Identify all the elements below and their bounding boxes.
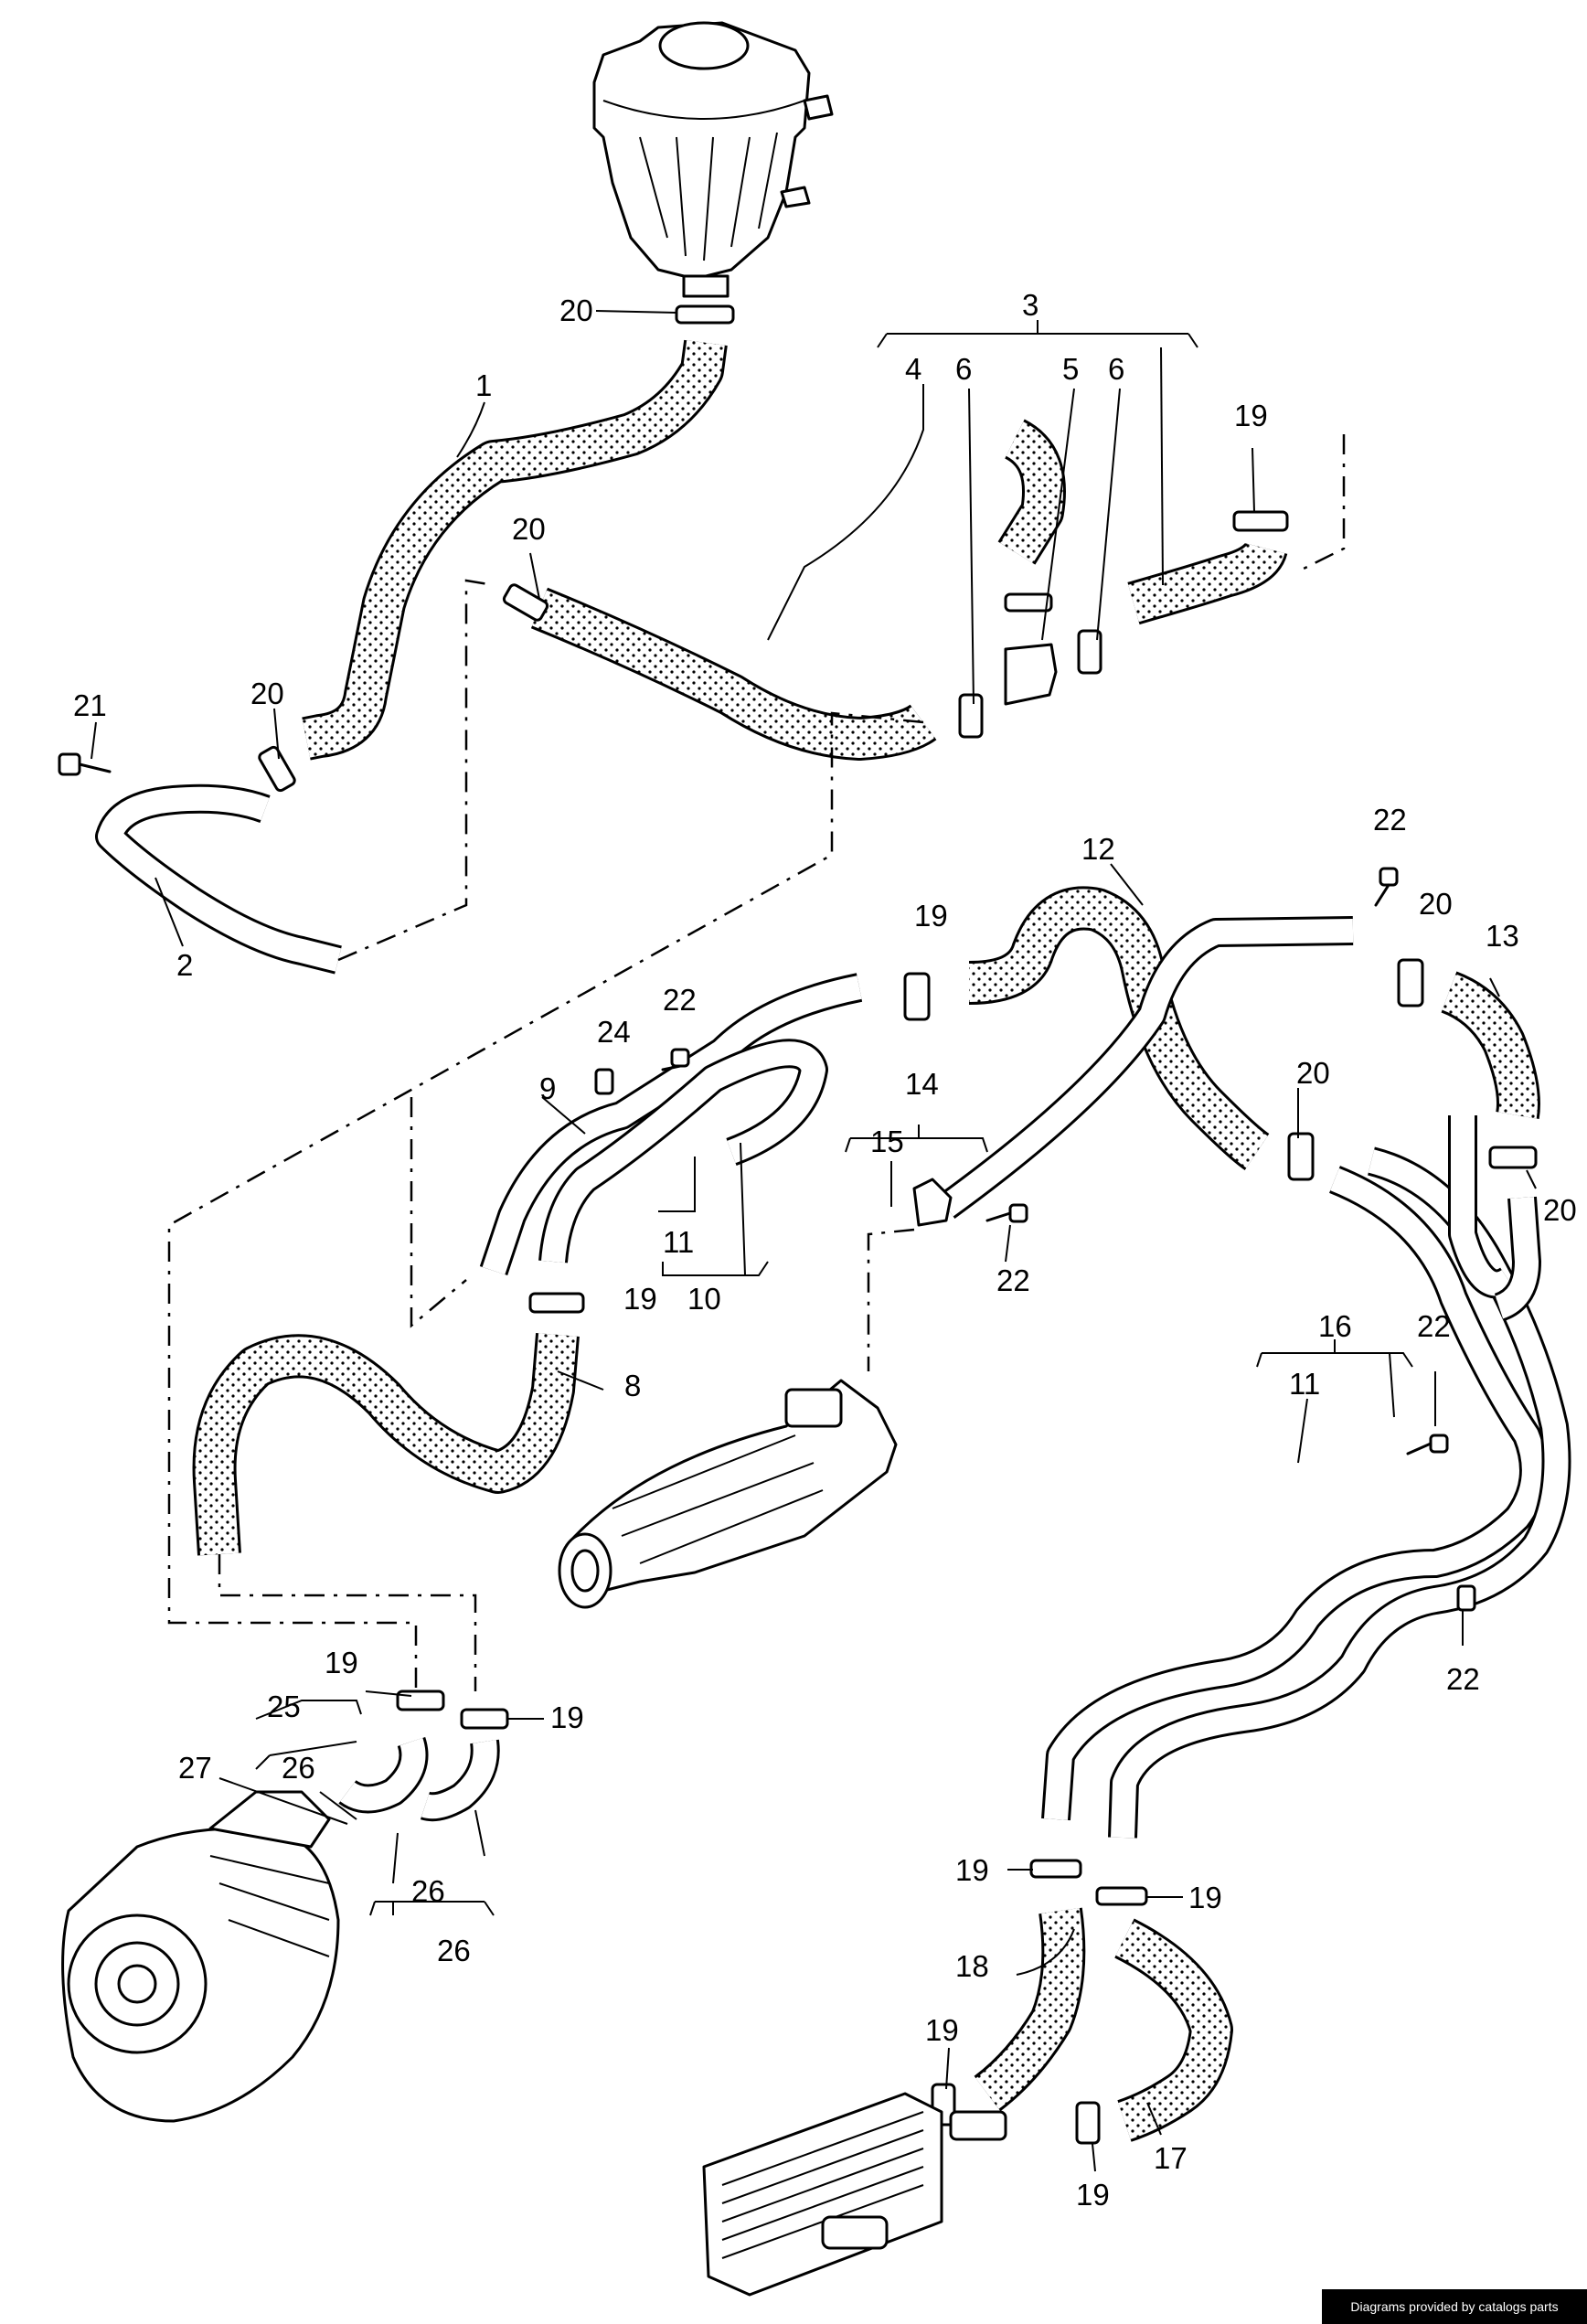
callout-20-far-right: 20 [1543,1193,1577,1227]
callout-26-top: 26 [282,1751,315,1785]
callout-13: 13 [1486,919,1519,953]
callout-16: 16 [1318,1309,1352,1343]
callout-1: 1 [475,368,492,402]
callout-12: 12 [1081,832,1115,866]
hose-4 [530,587,937,761]
callout-27: 27 [178,1751,212,1785]
callout-4: 4 [905,352,921,386]
hose-3b [1127,540,1288,625]
callout-19-top: 19 [1234,399,1268,432]
callout-15: 15 [870,1125,904,1158]
callout-5: 5 [1062,352,1079,386]
callout-23: 24 [597,1015,631,1049]
callout-8: 8 [624,1369,641,1402]
alternator [61,1790,340,2123]
callout-22-right-mid: 22 [1417,1309,1451,1343]
callout-20-mid: 20 [512,512,546,546]
expansion-tank [592,21,834,298]
callout-20-left: 20 [250,677,284,710]
callout-22-egr: 22 [996,1263,1030,1297]
callout-11-mid: 11 [663,1225,694,1259]
pipe-network-upper [479,916,1354,1276]
credit-footer: Diagrams provided by catalogs parts [1322,2289,1587,2324]
callout-18: 18 [955,1949,989,1983]
hose-1 [298,339,728,761]
callout-labels: 20 1 3 4 6 5 6 19 20 21 20 2 12 22 20 13… [73,288,1577,2212]
callout-10: 10 [687,1282,721,1316]
bolts [58,752,1476,1612]
callout-19-cooler-left: 19 [925,2013,959,2047]
callout-24: 25 [267,1690,301,1723]
hose-12 [968,886,1270,1170]
callout-22-right-top: 22 [1373,803,1407,837]
callout-19-egr: 19 [623,1282,657,1316]
callout-6-right: 6 [1108,352,1124,386]
callout-11-right: 11 [1289,1367,1320,1401]
callout-14: 14 [905,1067,939,1101]
connection-lines [167,434,1346,1691]
pipe-24-25-stubs [338,1736,500,1822]
callout-17: 17 [1154,2141,1188,2175]
callout-20-right-top: 20 [1419,887,1453,921]
hose-3a [997,419,1066,565]
hose-17 [1113,1918,1233,2142]
callout-20-tank: 20 [559,293,593,327]
callout-20-right-mid: 20 [1296,1056,1330,1090]
hose-8 [192,1333,580,1556]
callout-3: 3 [1022,288,1038,322]
callout-19-low-left: 19 [955,1853,989,1887]
hose-13 [1440,971,1540,1119]
callout-9: 9 [539,1071,556,1105]
pipe-network-lower [1041,1115,1571,1839]
callout-22-right-low: 22 [1446,1662,1480,1696]
oil-cooler [702,2092,1007,2297]
callout-22-mid: 22 [663,983,697,1017]
leader-lines [91,310,1537,2172]
callout-2: 2 [176,948,193,982]
callout-19-cooler-right: 19 [1076,2178,1110,2212]
hose-18 [974,1907,1086,2112]
callout-25: 26 [437,1934,471,1967]
callout-19-left: 19 [325,1646,358,1679]
hose-clamps [258,304,1538,2145]
callout-26-bottom: 26 [411,1874,445,1908]
callout-19-left-b: 19 [550,1700,584,1734]
callout-6-left: 6 [955,352,972,386]
callout-19-low-right: 19 [1188,1881,1222,1914]
pipe-2 [95,784,342,975]
callout-19-mid: 19 [914,899,948,933]
callout-21: 21 [73,688,107,722]
egr-cooler [558,1379,898,1609]
